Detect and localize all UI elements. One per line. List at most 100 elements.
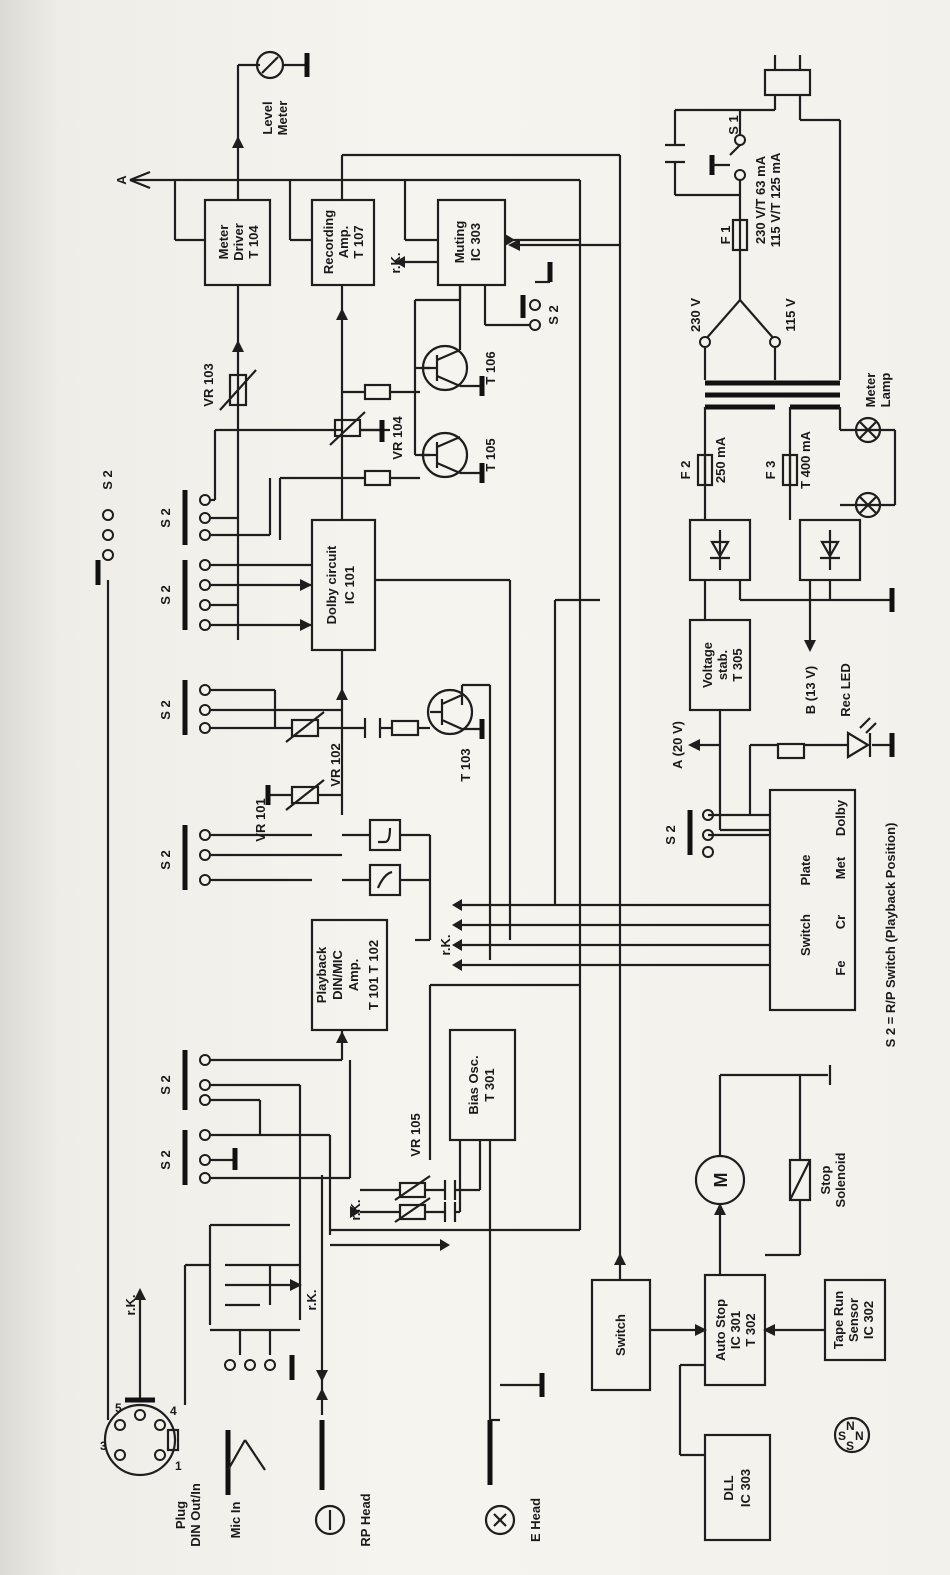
f1-label: F 1 [718,226,733,245]
s1-label: S 1 [726,115,741,135]
fuse-f3: F 3 T 400 mA [763,430,813,488]
resistors [363,383,806,760]
din-plug: 3 5 4 1 Plug DIN Out/In [100,1397,203,1547]
bias-osc-block: Bias Osc. T 301 [448,1028,517,1142]
level-meter: Level Meter [255,50,310,136]
playback-line4: T 101 T 102 [366,940,381,1010]
din-pin-5: 5 [115,1401,122,1415]
muting-block: Muting IC 303 [436,198,507,287]
compass-s2: S [846,1439,854,1453]
muting-line1: Muting [452,221,467,264]
voltage-selector: 230 V 115 V [688,298,798,348]
solenoid-line2: Solenoid [833,1152,848,1207]
meter-lamp-line1: Meter [863,373,878,408]
compass-s1: S [838,1429,846,1443]
meter-driver-line1: Meter [216,225,231,260]
f3-rating: T 400 mA [798,430,813,488]
auto-stop-line2: IC 301 [728,1311,743,1349]
recording-amp-line1: Recording [321,210,336,274]
vr101: VR 101 [253,779,325,842]
motor-label: M [711,1173,731,1188]
dll-line2: IC 303 [738,1469,753,1507]
vstab-line2: stab. [715,650,730,680]
transistor-t105: T 105 [420,431,498,483]
playback-line2: DIN/MIC [330,949,345,999]
auto-stop-line3: T 302 [743,1313,758,1346]
level-meter-line2: Meter [275,101,290,136]
recording-amp-block: Recording Amp. T 107 [310,198,376,287]
filter-blocks [368,818,402,897]
dolby-line2: IC 101 [342,566,357,604]
compass-magnet: N S N S [833,1416,871,1454]
rp-head: RP Head [314,1420,373,1547]
bias-osc-line2: T 301 [482,1068,497,1101]
vr102: VR 102 [285,711,382,787]
e-head-label: E Head [528,1498,543,1542]
f1-rating-2: 115 V/T 125 mA [768,152,783,247]
stop-solenoid: Stop Solenoid [788,1152,848,1207]
meter-driver-line2: Driver [231,223,246,261]
tape-sensor-line1: Tape Run [831,1291,846,1349]
playback-line3: Amp. [346,959,361,992]
plug-label-1: Plug [173,1501,188,1529]
solenoid-line1: Stop [818,1166,833,1195]
s2-label-1: S 2 [158,508,173,528]
compass-n2: N [855,1429,864,1443]
vr105-label: VR 105 [408,1113,423,1156]
s2-switch-clusters: S 2 S 2 S 2 S 2 S 2 S 2 S 2 S 2 S [95,262,714,1185]
vr105: VR 105 [350,1113,457,1223]
transistor-t103: T 103 [426,688,485,782]
switch-block: Switch [590,1278,652,1392]
f2-label: F 2 [678,461,693,480]
audio-wiring [106,63,770,1422]
power-plug [763,55,812,97]
din-pin-1: 1 [175,1459,182,1473]
vr103-label: VR 103 [201,363,216,406]
rec-led-label: Rec LED [838,663,853,716]
switch-s1: S 1 [709,115,746,181]
rk-label-bias: r.K. [348,1200,363,1221]
bus-a-label: A [114,175,129,185]
rk-label-switch: r.K. [438,935,453,956]
dolby-circuit-block: Dolby circuit IC 101 [310,518,377,652]
s2-legend: S 2 = R/P Switch (Playback Position) [883,823,898,1048]
e-head: E Head [484,1373,545,1542]
auto-stop-line1: Auto Stop [713,1299,728,1361]
s2-label-top: S 2 [100,470,115,490]
power-supply-wiring [665,95,897,837]
tape-sensor-line3: IC 302 [861,1301,876,1339]
v230-label: 230 V [688,298,703,332]
level-meter-line1: Level [260,101,275,134]
meter-driver-block: Meter Driver T 104 [203,198,272,287]
vr104: VR 104 [329,411,405,460]
switch-panel-met: Met [833,856,848,879]
f3-label: F 3 [763,461,778,480]
s2-label-muting: S 2 [546,305,561,325]
t105-label: T 105 [483,438,498,471]
meter-driver-line3: T 104 [246,225,261,259]
dll-block: DLL IC 303 [703,1433,772,1542]
tape-run-sensor-block: Tape Run Sensor IC 302 [823,1278,887,1362]
playback-line1: Playback [314,946,329,1003]
transistor-t106: T 106 [420,285,498,396]
fuse-f1: F 1 230 V/T 63 mA 115 V/T 125 mA [718,152,783,252]
voltage-stab-block: Voltage stab. T 305 [688,618,752,712]
s2-label-3: S 2 [158,700,173,720]
compass-n1: N [846,1419,855,1433]
meter-lamp-line2: Lamp [878,373,893,408]
mic-in-label: Mic In [228,1502,243,1539]
plug-label-2: DIN Out/In [188,1483,203,1547]
f1-rating-1: 230 V/T 63 mA [753,155,768,244]
rp-head-label: RP Head [358,1493,373,1546]
s2-label-2: S 2 [158,585,173,605]
fuse-f2: F 2 250 mA [678,436,728,487]
rk-label-rp: r.K. [304,1290,319,1311]
bias-osc-line1: Bias Osc. [466,1055,481,1114]
vstab-line3: T 305 [730,648,745,681]
mic-in-jack: Mic In [224,1355,295,1539]
rec-led: Rec LED [838,663,877,759]
vstab-line1: Voltage [700,642,715,688]
function-switch-panel: Switch Fe Cr Plate Met Dolby [768,788,857,1012]
switch-panel-dolby: Dolby [833,799,848,836]
